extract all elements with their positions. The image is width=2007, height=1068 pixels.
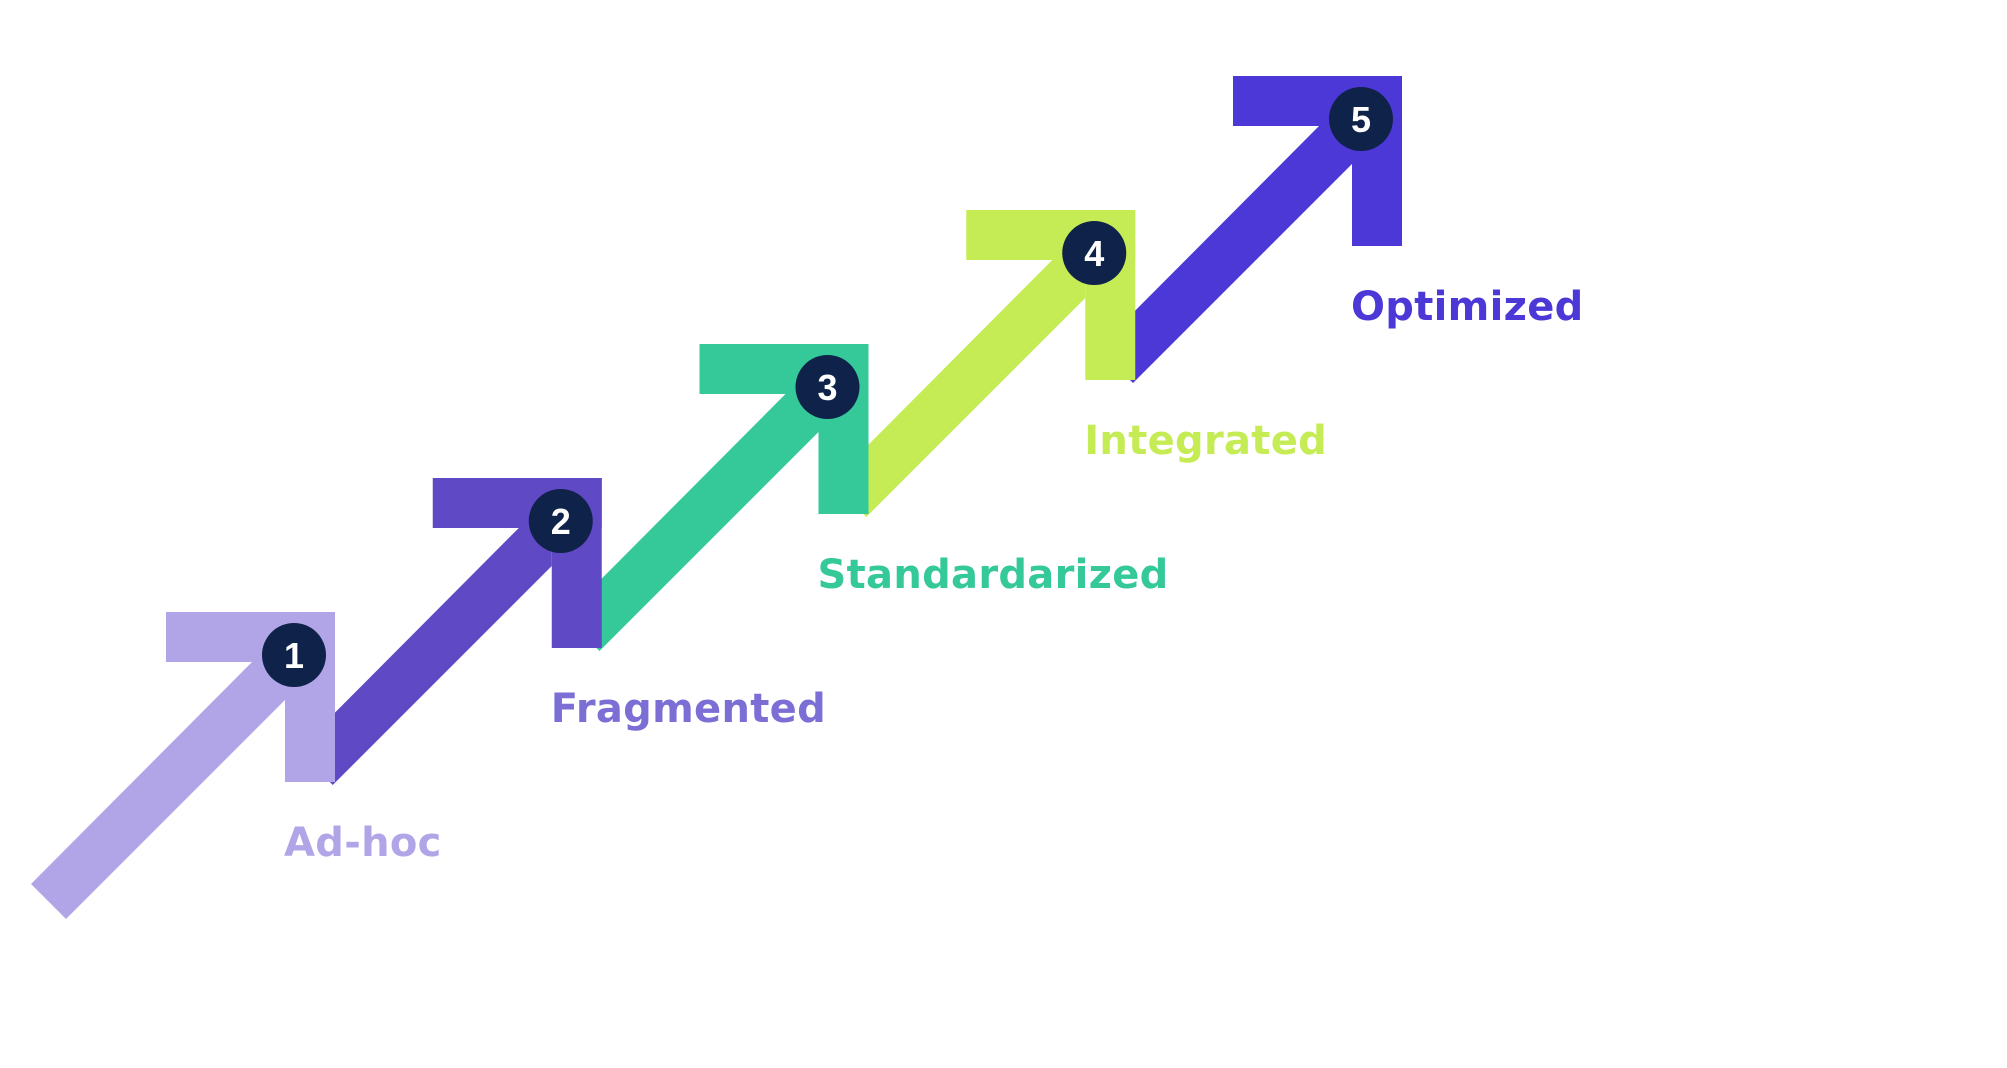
step-number: 1 bbox=[284, 635, 304, 676]
badge-circle bbox=[262, 623, 326, 687]
step-number-badge: 5 bbox=[1329, 87, 1393, 151]
labels-layer: OptimizedIntegratedStandardarizedFragmen… bbox=[284, 284, 1584, 866]
step-label-integrated: Integrated bbox=[1084, 418, 1327, 464]
step-label-standardarized: Standardarized bbox=[818, 552, 1169, 598]
badge-circle bbox=[1329, 87, 1393, 151]
arrows-layer: 5 4 3 2 1 bbox=[31, 76, 1402, 919]
arrow-shaft bbox=[297, 528, 552, 785]
step-number-badge: 4 bbox=[1062, 221, 1127, 285]
arrow-step-2: 2 bbox=[297, 478, 602, 785]
step-number: 2 bbox=[551, 501, 571, 542]
step-number: 4 bbox=[1084, 233, 1104, 274]
step-number: 3 bbox=[817, 367, 837, 408]
arrow-step-3: 3 bbox=[564, 344, 869, 651]
arrow-step-1: 1 bbox=[31, 612, 335, 919]
step-label-ad-hoc: Ad-hoc bbox=[284, 820, 442, 866]
arrow-shaft bbox=[831, 260, 1086, 517]
arrow-shaft bbox=[564, 394, 819, 651]
step-number: 5 bbox=[1351, 99, 1371, 140]
step-number-badge: 2 bbox=[528, 489, 593, 553]
arrow-step-5: 5 bbox=[1098, 76, 1402, 383]
arrow-shaft bbox=[1098, 126, 1352, 383]
step-number-badge: 1 bbox=[262, 623, 326, 687]
step-label-optimized: Optimized bbox=[1351, 284, 1584, 330]
arrow-step-4: 4 bbox=[831, 210, 1136, 517]
step-label-fragmented: Fragmented bbox=[551, 686, 826, 732]
badge-circle bbox=[795, 355, 860, 419]
badge-circle bbox=[528, 489, 593, 553]
arrow-shaft bbox=[31, 662, 285, 919]
step-number-badge: 3 bbox=[795, 355, 860, 419]
badge-circle bbox=[1062, 221, 1127, 285]
